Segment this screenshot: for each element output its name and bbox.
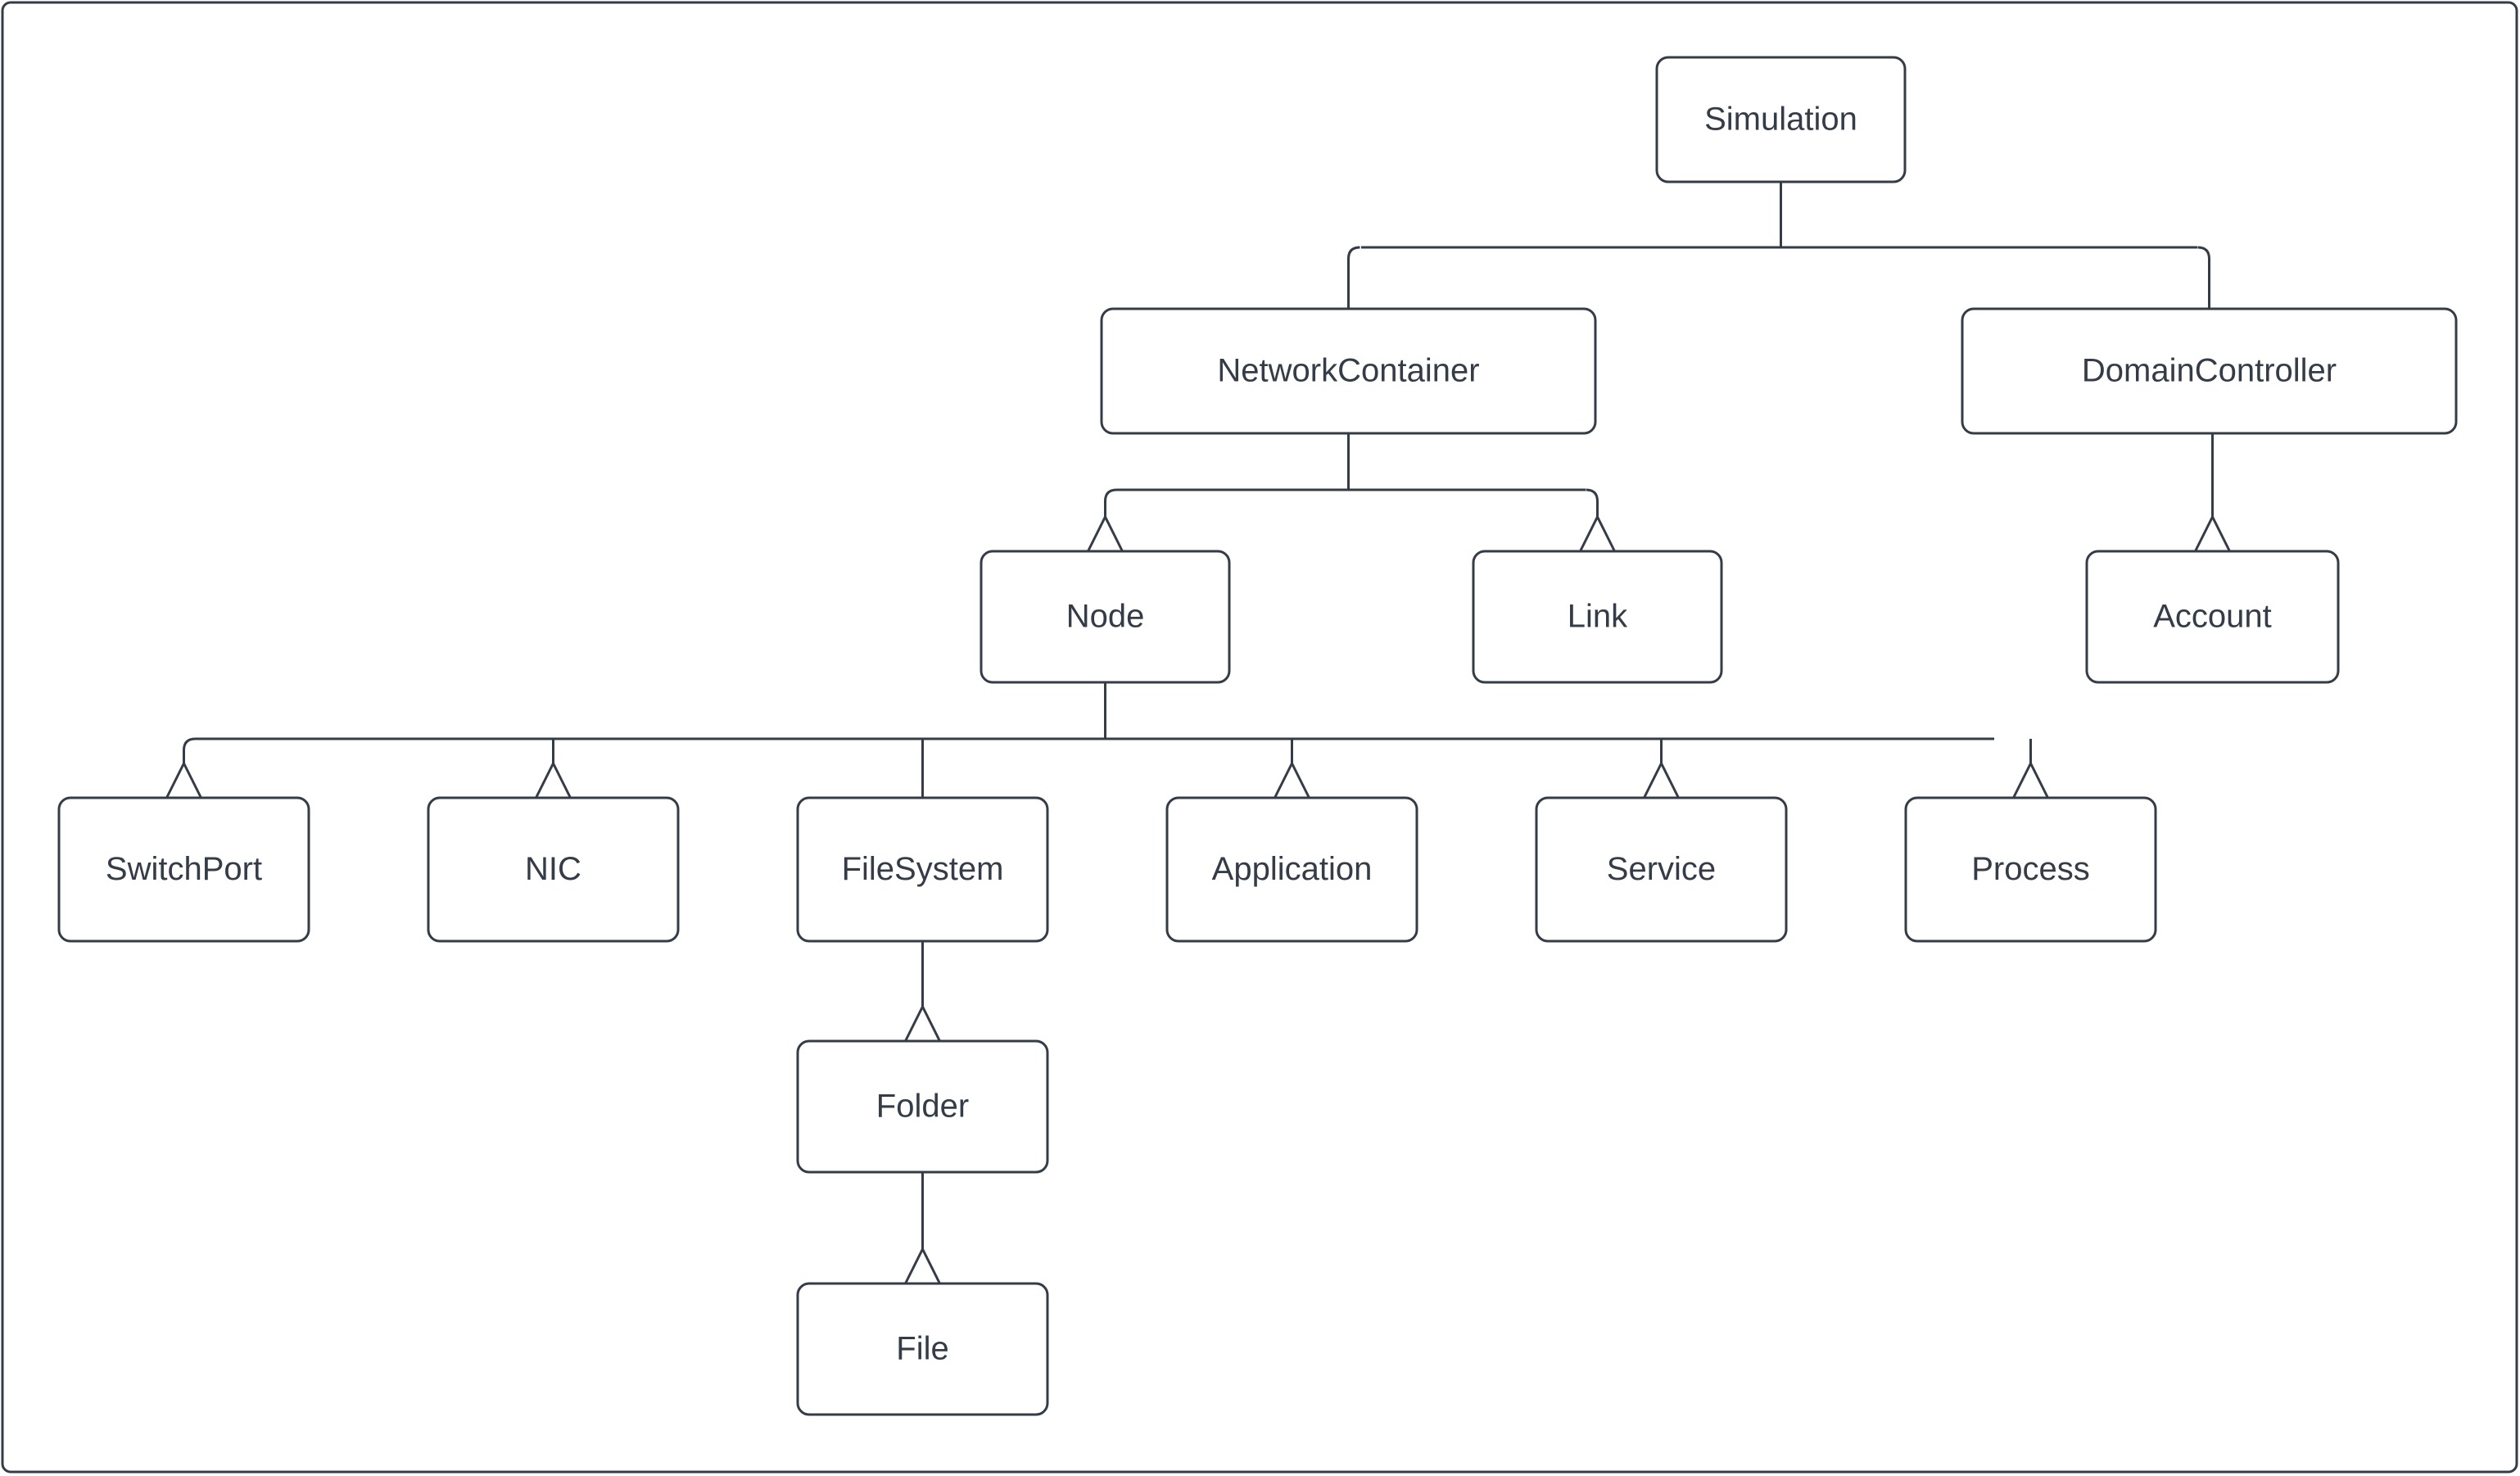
class-label-file: File xyxy=(896,1331,948,1367)
class-node-simulation[interactable]: Simulation xyxy=(1657,57,1905,182)
class-label-account: Account xyxy=(2153,599,2272,635)
class-label-filesystem: FileSystem xyxy=(842,851,1004,887)
class-node-file[interactable]: File xyxy=(798,1284,1047,1415)
class-label-service: Service xyxy=(1607,851,1716,887)
class-node-folder[interactable]: Folder xyxy=(798,1041,1047,1172)
class-label-nic: NIC xyxy=(525,851,581,887)
class-node-network-container[interactable]: NetworkContainer xyxy=(1102,309,1595,433)
class-label-switchport: SwitchPort xyxy=(106,851,262,887)
class-label-domain-controller: DomainController xyxy=(2082,353,2337,389)
class-node-service[interactable]: Service xyxy=(1536,798,1786,941)
class-label-simulation: Simulation xyxy=(1704,102,1857,138)
class-label-link: Link xyxy=(1568,599,1628,635)
class-label-folder: Folder xyxy=(876,1089,969,1125)
class-node-nic[interactable]: NIC xyxy=(428,798,678,941)
class-label-application: Application xyxy=(1212,851,1373,887)
class-node-switchport[interactable]: SwitchPort xyxy=(59,798,309,941)
class-label-node: Node xyxy=(1066,599,1145,635)
class-node-account[interactable]: Account xyxy=(2087,551,2338,682)
class-node-filesystem[interactable]: FileSystem xyxy=(798,798,1047,941)
class-node-domain-controller[interactable]: DomainController xyxy=(1962,309,2456,433)
class-node-link[interactable]: Link xyxy=(1473,551,1721,682)
class-label-process: Process xyxy=(1971,851,2090,887)
class-node-application[interactable]: Application xyxy=(1167,798,1417,941)
class-node-node[interactable]: Node xyxy=(981,551,1229,682)
class-node-process[interactable]: Process xyxy=(1906,798,2156,941)
class-label-network-container: NetworkContainer xyxy=(1217,353,1479,389)
